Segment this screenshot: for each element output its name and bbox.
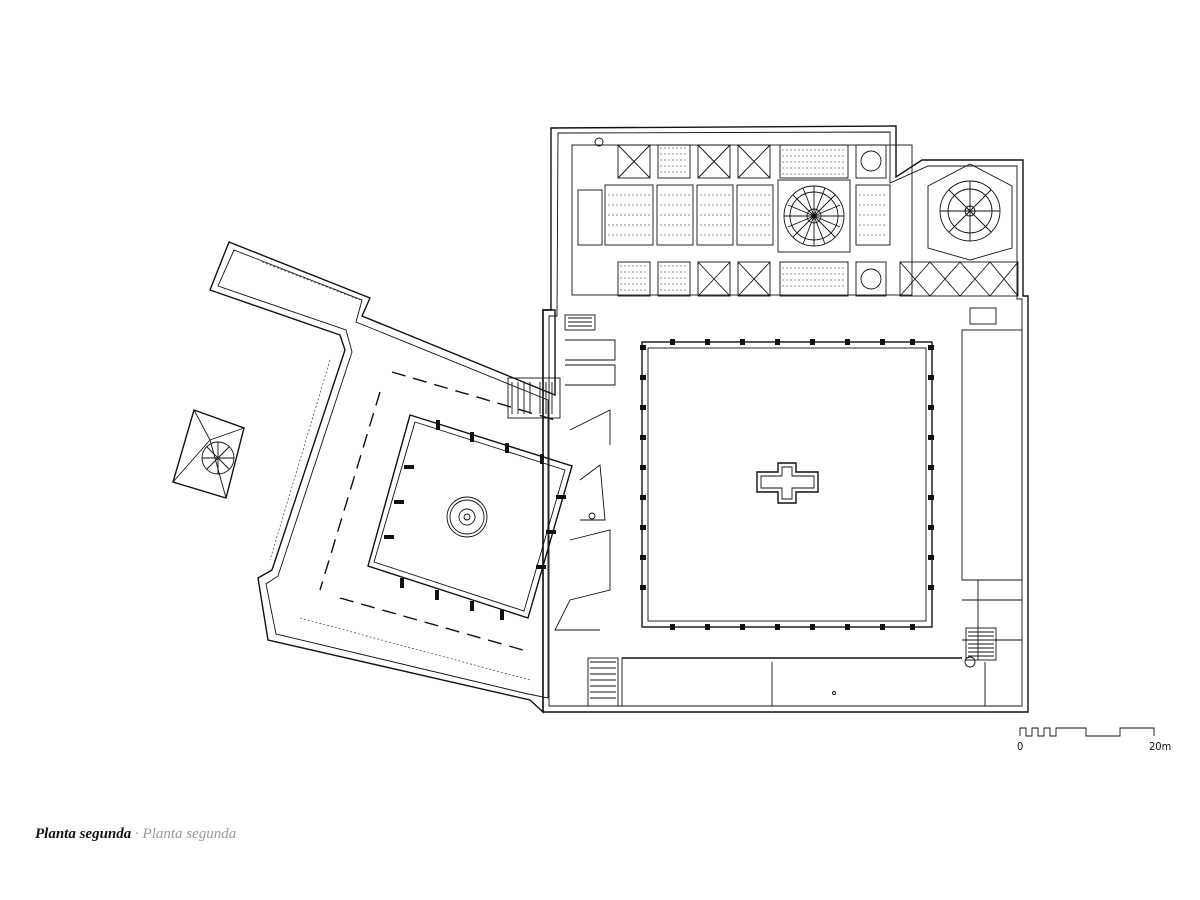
figure-caption: Planta segunda · Planta segunda	[35, 824, 236, 843]
east-wing	[961, 307, 1023, 668]
west-courtyard	[367, 414, 573, 620]
scale-start-label: 0	[1017, 740, 1023, 753]
caption-primary: Planta segunda	[35, 826, 132, 842]
church-dome	[777, 179, 851, 253]
caption-secondary: Planta segunda	[142, 826, 237, 842]
church-nave	[571, 137, 913, 297]
vault-bays-middle	[604, 184, 891, 246]
west-block	[209, 241, 596, 714]
main-cloister-courtyard	[640, 339, 934, 630]
vault-bays-top	[617, 144, 887, 179]
chapel-star-dome	[899, 163, 1019, 297]
detached-pavilion	[172, 409, 245, 499]
caption-separator: ·	[131, 826, 143, 842]
main-block-outline	[542, 125, 1029, 713]
scale-end-label: 20m	[1149, 740, 1171, 753]
south-wing	[587, 657, 986, 707]
scale-bar: 0 20m	[1017, 727, 1171, 753]
vault-bays-bottom	[617, 261, 887, 297]
connecting-rooms	[554, 339, 836, 695]
